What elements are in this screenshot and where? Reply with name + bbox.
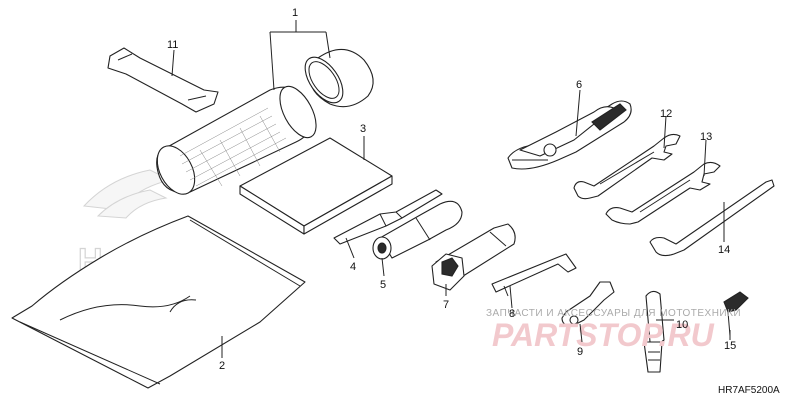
callout-2: 2 xyxy=(219,360,225,372)
callout-14: 14 xyxy=(718,244,730,256)
hook-tool xyxy=(561,281,615,327)
socket-handle xyxy=(372,200,463,260)
callout-12: 12 xyxy=(660,108,672,120)
diagram-code: HR7AF5200A xyxy=(718,385,780,396)
callout-8: 8 xyxy=(509,308,515,320)
callout-1: 1 xyxy=(292,7,298,19)
callout-3: 3 xyxy=(360,123,366,135)
site-watermark: ЗАПЧАСТИ И АКСЕССУАРЫ ДЛЯ МОТОТЕХНИКИ PA… xyxy=(486,308,741,353)
wrench-small xyxy=(573,133,681,200)
wrench-long xyxy=(649,179,775,257)
callout-7: 7 xyxy=(443,299,449,311)
part-callouts: 1 2 3 4 5 6 7 8 9 10 11 12 13 14 15 xyxy=(167,7,736,372)
callout-9: 9 xyxy=(577,346,583,358)
leader-lines xyxy=(171,20,731,358)
spark-plug-wrench xyxy=(431,223,516,291)
tool-bag xyxy=(11,215,306,389)
driver-handle xyxy=(643,290,665,373)
wrench-medium xyxy=(605,161,721,225)
callout-15: 15 xyxy=(724,340,736,352)
tool-strap xyxy=(107,47,219,113)
screwdriver xyxy=(333,189,443,245)
pliers xyxy=(507,100,632,170)
hex-key xyxy=(491,253,577,297)
callout-13: 13 xyxy=(700,131,712,143)
callout-6: 6 xyxy=(576,79,582,91)
callout-4: 4 xyxy=(350,261,356,273)
callout-5: 5 xyxy=(380,279,386,291)
callout-10: 10 xyxy=(676,319,688,331)
manual-booklet xyxy=(239,137,393,235)
site-watermark-logo: PARTSTOP.RU xyxy=(492,317,715,353)
tool-case xyxy=(156,48,374,195)
site-watermark-tagline: ЗАПЧАСТИ И АКСЕССУАРЫ ДЛЯ МОТОТЕХНИКИ xyxy=(486,308,741,319)
callout-11: 11 xyxy=(167,39,178,51)
